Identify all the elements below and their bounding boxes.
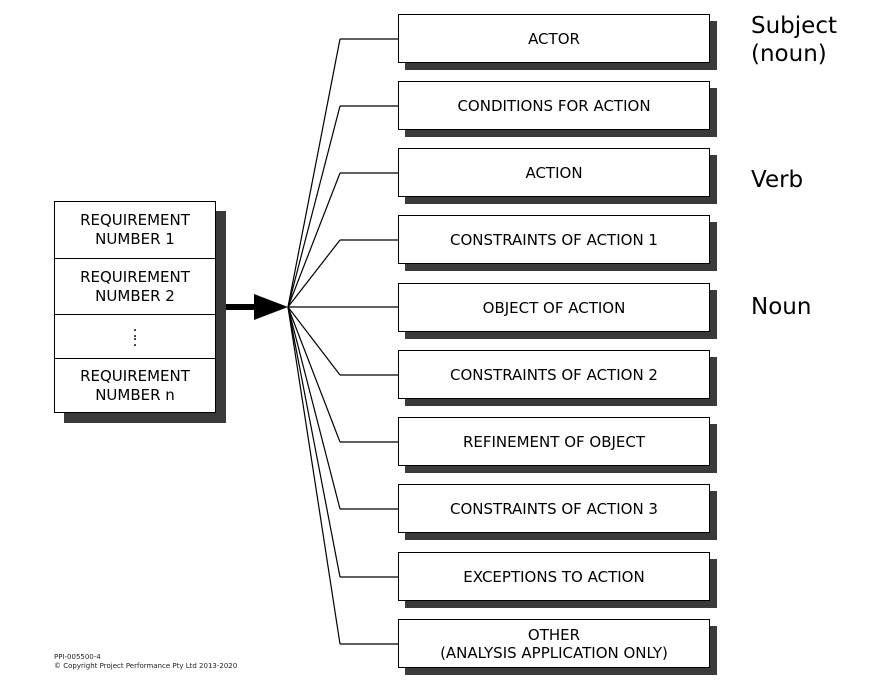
element-box-constraints-1: CONSTRAINTS OF ACTION 1 [398,215,710,264]
element-label-conditions: CONDITIONS FOR ACTION [457,96,651,115]
element-label-constraints-1: CONSTRAINTS OF ACTION 1 [450,230,658,249]
element-box-object: OBJECT OF ACTION [398,283,710,332]
element-label-actor: ACTOR [528,29,580,48]
element-box-action: ACTION [398,148,710,197]
element-label-refinement: REFINEMENT OF OBJECT [462,432,646,451]
requirement-label-1: REQUIREMENT NUMBER 1 [80,211,190,248]
element-label-exceptions: EXCEPTIONS TO ACTION [463,567,645,586]
element-label-constraints-2: CONSTRAINTS OF ACTION 2 [450,365,658,384]
element-box-actor: ACTOR [398,14,710,63]
connector-line-action [287,172,341,308]
grammar-label-verb: Verb [751,167,804,193]
element-label-other: OTHER (ANALYSIS APPLICATION ONLY) [440,625,668,662]
footer-code: PPI-005500-4 [54,653,101,661]
element-label-object: OBJECT OF ACTION [482,298,626,317]
element-box-constraints-3: CONSTRAINTS OF ACTION 3 [398,484,710,533]
requirement-cell-n: REQUIREMENT NUMBER n [55,359,215,413]
ellipsis-dots: : : [132,322,138,350]
element-box-refinement: REFINEMENT OF OBJECT [398,417,710,466]
connector-line-refinement [287,306,341,443]
requirement-label-n: REQUIREMENT NUMBER n [80,367,190,404]
element-box-other: OTHER (ANALYSIS APPLICATION ONLY) [398,619,710,668]
requirement-cell-ellipsis: : : [55,315,215,359]
requirement-cell-1: REQUIREMENT NUMBER 1 [55,202,215,259]
grammar-label-noun: Noun [751,294,812,320]
grammar-label-subject: Subject (noun) [751,13,837,67]
connector-line-conditions [287,105,341,308]
connector-line-constraints-3 [287,306,341,510]
connector-line-constraints-2 [287,306,341,376]
connector-line-exceptions [287,306,341,578]
element-label-constraints-3: CONSTRAINTS OF ACTION 3 [450,499,658,518]
requirement-label-2: REQUIREMENT NUMBER 2 [80,267,190,305]
footer-copyright: © Copyright Project Performance Pty Ltd … [54,662,238,670]
connector-line-other [287,306,341,645]
element-box-exceptions: EXCEPTIONS TO ACTION [398,552,710,601]
element-box-constraints-2: CONSTRAINTS OF ACTION 2 [398,350,710,399]
main-arrow-head [254,294,288,320]
requirements-stack: REQUIREMENT NUMBER 1 REQUIREMENT NUMBER … [54,201,216,413]
connector-line-actor [287,38,341,308]
element-box-conditions: CONDITIONS FOR ACTION [398,81,710,130]
requirement-cell-2: REQUIREMENT NUMBER 2 [55,259,215,315]
connector-line-constraints-1 [287,239,341,308]
element-label-action: ACTION [525,163,583,182]
